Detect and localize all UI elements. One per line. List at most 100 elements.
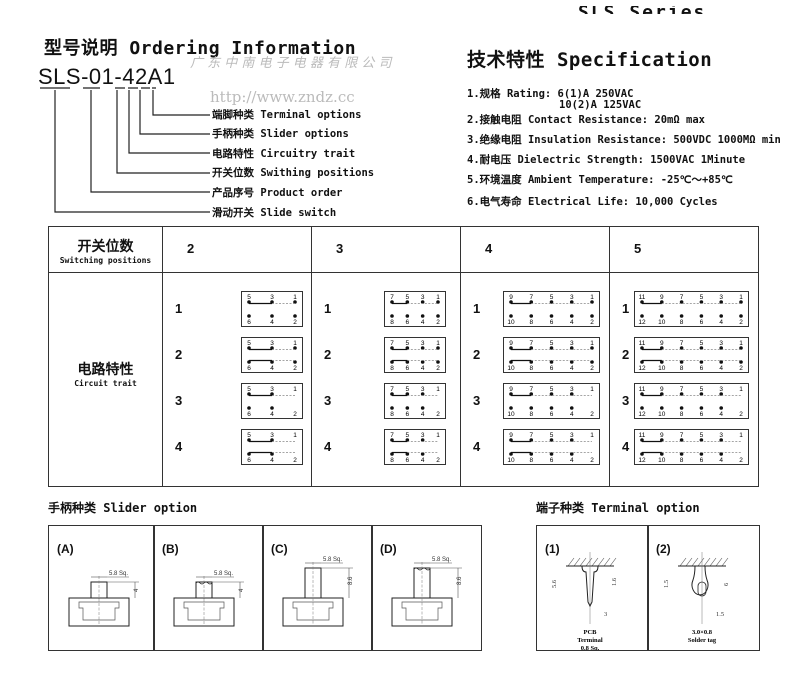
pin-dot	[509, 438, 513, 442]
pin-dot	[569, 346, 574, 350]
slider-option-label: (D)	[380, 542, 397, 556]
pin-number: 12	[638, 411, 646, 418]
pin-dot	[699, 452, 704, 456]
pin-dot	[640, 438, 644, 442]
pin-dot	[739, 360, 743, 364]
pin-number: 6	[247, 319, 251, 326]
pin-number: 6	[550, 457, 554, 464]
pin-dot	[247, 406, 251, 410]
pin-dot	[719, 346, 723, 350]
slider-option-d: (D)5.8 Sq.8.6	[371, 525, 482, 651]
pin-number: 5	[247, 340, 251, 347]
pin-number: 9	[660, 294, 664, 301]
pin-number: 8	[390, 365, 394, 372]
pin-dot	[590, 346, 594, 350]
position-label: 3	[473, 393, 481, 408]
pin-dot	[739, 314, 743, 318]
ordering-item: 开关位数 Swithing positions	[212, 167, 375, 179]
pin-number: 5	[247, 432, 251, 439]
pin-dot	[739, 346, 743, 350]
pin-dot	[247, 346, 251, 350]
pin-number: 3	[719, 294, 723, 301]
pin-number: 2	[436, 365, 440, 372]
pin-dot	[420, 360, 425, 364]
terminal-title: 端子种类 Terminal option	[536, 501, 700, 515]
pin-number: 4	[570, 457, 574, 464]
pin-number: 4	[719, 457, 723, 464]
pin-dot	[436, 314, 440, 318]
pin-dot	[719, 406, 723, 410]
pin-dot	[660, 300, 664, 304]
pin-dot	[390, 392, 394, 396]
pin-dot	[405, 406, 410, 410]
header-label-cell: 开关位数 Switching positions	[48, 226, 163, 273]
pin-number: 6	[700, 411, 704, 418]
pin-dot	[509, 346, 513, 350]
height-dimension: 4	[134, 588, 140, 592]
pin-dot	[529, 406, 534, 410]
pin-dot	[509, 300, 513, 304]
position-label: 4	[622, 439, 630, 454]
pin-number: 4	[421, 319, 425, 326]
pin-number: 2	[436, 457, 440, 464]
pin-number: 3	[270, 432, 274, 439]
pin-dot	[390, 314, 394, 318]
pin-dot	[390, 346, 394, 350]
pin-dot	[679, 438, 684, 442]
pin-number: 7	[529, 386, 533, 393]
terminal-caption: 3.0×0.8	[692, 629, 713, 636]
pin-number: 2	[293, 457, 297, 464]
pin-number: 4	[719, 365, 723, 372]
pin-dot	[640, 300, 644, 304]
height-dimension: 8.6	[348, 576, 354, 585]
pin-dot	[679, 392, 684, 396]
position-label: 4	[473, 439, 481, 454]
pin-dot	[270, 360, 274, 364]
pin-number: 6	[700, 457, 704, 464]
spec-item: 4.耐电压 Dielectric Strength: 1500VAC 1Minu…	[467, 154, 746, 166]
pin-dot	[529, 346, 534, 350]
pin-dot	[405, 300, 410, 304]
pin-dot	[660, 438, 664, 442]
pin-number: 9	[660, 386, 664, 393]
pin-number: 3	[421, 386, 425, 393]
pin-dot	[270, 300, 274, 304]
pin-number: 8	[529, 411, 533, 418]
pin-number: 4	[270, 411, 274, 418]
pin-dot	[270, 438, 274, 442]
header-col-2: 2	[162, 226, 312, 273]
pin-dot	[293, 346, 297, 350]
pin-dot	[293, 360, 297, 364]
pin-number: 3	[570, 294, 574, 301]
pin-dot	[549, 300, 554, 304]
pin-dot	[390, 360, 394, 364]
height-dimension: 8.6	[457, 576, 463, 585]
pin-dot	[390, 452, 394, 456]
pin-dot	[739, 300, 743, 304]
pin-dot	[569, 360, 574, 364]
pin-dot	[590, 300, 594, 304]
pin-number: 7	[390, 386, 394, 393]
slider-option-label: (B)	[162, 542, 179, 556]
dimension-label: 6	[723, 582, 730, 586]
pin-dot	[569, 452, 574, 456]
ordering-item: 滑动开关 Slide switch	[212, 207, 337, 219]
pin-number: 7	[680, 340, 684, 347]
pin-dot	[679, 346, 684, 350]
pin-number: 7	[680, 294, 684, 301]
position-label: 3	[324, 393, 332, 408]
pin-dot	[640, 406, 644, 410]
pin-dot	[660, 406, 664, 410]
pin-number: 3	[270, 294, 274, 301]
pin-number: 4	[421, 365, 425, 372]
pin-number: 10	[658, 319, 666, 326]
pin-dot	[640, 392, 644, 396]
dimension-label: 5.6	[551, 579, 558, 588]
pin-number: 1	[590, 340, 594, 347]
